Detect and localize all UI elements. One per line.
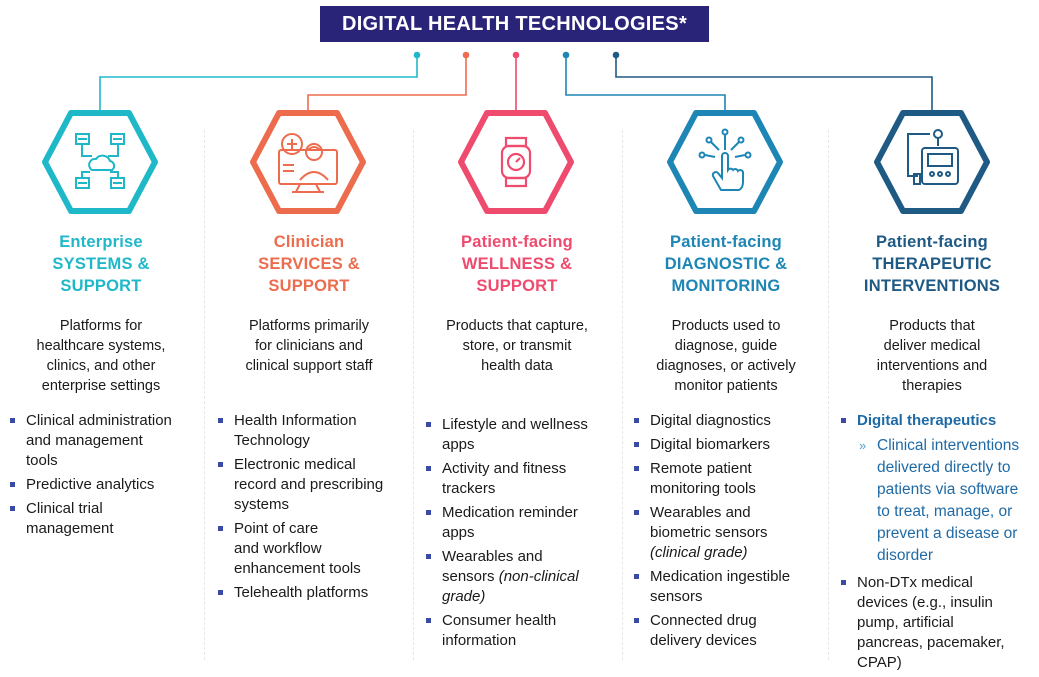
smartwatch-icon (458, 110, 574, 214)
list-item: Digital diagnostics (634, 411, 834, 431)
therapeutic-device-icon (874, 110, 990, 214)
list-item: Non-DTx medical devices (e.g., insulin p… (841, 573, 1037, 673)
category-therapeutic: Patient-facing THERAPEUTIC INTERVENTIONS (863, 233, 1001, 295)
description-therapeutic: Products that deliver medical interventi… (876, 318, 988, 394)
column-divider (204, 130, 205, 660)
list-item-digital-therapeutics: Digital therapeutics » Clinical interven… (841, 411, 1037, 567)
description-enterprise: Platforms for healthcare systems, clinic… (36, 318, 166, 394)
list-item: Telehealth platforms (218, 583, 418, 603)
list-item: Digital biomarkers (634, 435, 834, 455)
connector-therapeutic (615, 56, 933, 113)
list-diagnostic: Digital diagnostics Digital biomarkers R… (634, 411, 834, 655)
column-divider (622, 130, 623, 660)
connector-diagnostic (565, 56, 726, 113)
category-diagnostic: Patient-facing DIAGNOSTIC & MONITORING (664, 233, 788, 295)
sub-item-clinical-interventions: » Clinical interventions delivered direc… (859, 437, 1020, 564)
page-title: DIGITAL HEALTH TECHNOLOGIES* (320, 6, 709, 42)
description-diagnostic: Products used to diagnose, guide diagnos… (656, 318, 796, 394)
description-wellness: Products that capture, store, or transmi… (446, 318, 588, 374)
list-therapeutic: Digital therapeutics » Clinical interven… (841, 411, 1037, 677)
enterprise-systems-icon (42, 110, 158, 214)
column-divider (828, 130, 829, 660)
description-clinician: Platforms primarily for clinicians and c… (245, 318, 373, 374)
category-clinician: Clinician SERVICES & SUPPORT (258, 233, 360, 295)
list-item: Predictive analytics (10, 475, 210, 495)
connector-clinician (307, 56, 467, 113)
chevron-right-icon: » (859, 438, 867, 453)
touch-diagnostic-icon (667, 110, 783, 214)
clinician-services-icon (250, 110, 366, 214)
category-wellness: Patient-facing WELLNESS & SUPPORT (461, 233, 573, 295)
connector-enterprise (99, 56, 418, 113)
category-enterprise: Enterprise SYSTEMS & SUPPORT (52, 233, 150, 295)
column-divider (413, 130, 414, 660)
